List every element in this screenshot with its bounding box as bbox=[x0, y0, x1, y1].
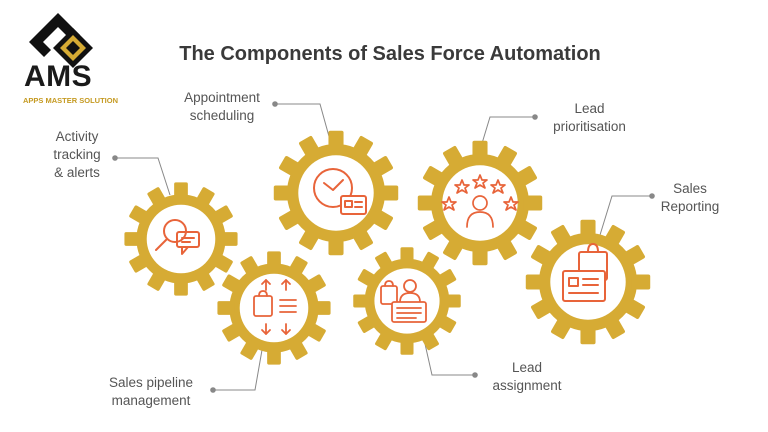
person-form-icon bbox=[380, 279, 427, 323]
gear-lead-assignment bbox=[353, 247, 461, 355]
ams-logo bbox=[29, 13, 93, 68]
gear-sales-pipeline bbox=[217, 251, 331, 365]
gear-lead-prioritisation bbox=[417, 140, 543, 266]
logo-tagline: APPS MASTER SOLUTION bbox=[23, 96, 119, 105]
stars-person-icon bbox=[441, 174, 519, 228]
clock-card-icon bbox=[313, 168, 367, 215]
page-title: The Components of Sales Force Automation bbox=[179, 43, 601, 65]
label-lead-assignment: Lead assignment bbox=[492, 360, 562, 393]
gear-appointment-scheduling bbox=[273, 130, 399, 256]
label-lead-prioritisation: Lead prioritisation bbox=[553, 101, 626, 134]
arrows-bag-list-icon bbox=[253, 279, 297, 335]
connector-lines bbox=[115, 103, 652, 391]
label-activity-tracking: Activity tracking & alerts bbox=[53, 129, 101, 180]
magnifier-chat-icon bbox=[155, 219, 200, 255]
logo-name: AMS bbox=[24, 60, 93, 93]
logo-mark-icon bbox=[29, 13, 93, 68]
gear-activity-tracking bbox=[124, 182, 238, 296]
connector-dots bbox=[112, 101, 655, 393]
label-sales-reporting: Sales Reporting bbox=[660, 181, 720, 214]
bag-card-icon bbox=[562, 243, 608, 302]
label-appointment-scheduling: Appointment scheduling bbox=[184, 90, 260, 123]
label-sales-pipeline: Sales pipeline management bbox=[108, 375, 194, 408]
gear-sales-reporting bbox=[525, 219, 651, 345]
